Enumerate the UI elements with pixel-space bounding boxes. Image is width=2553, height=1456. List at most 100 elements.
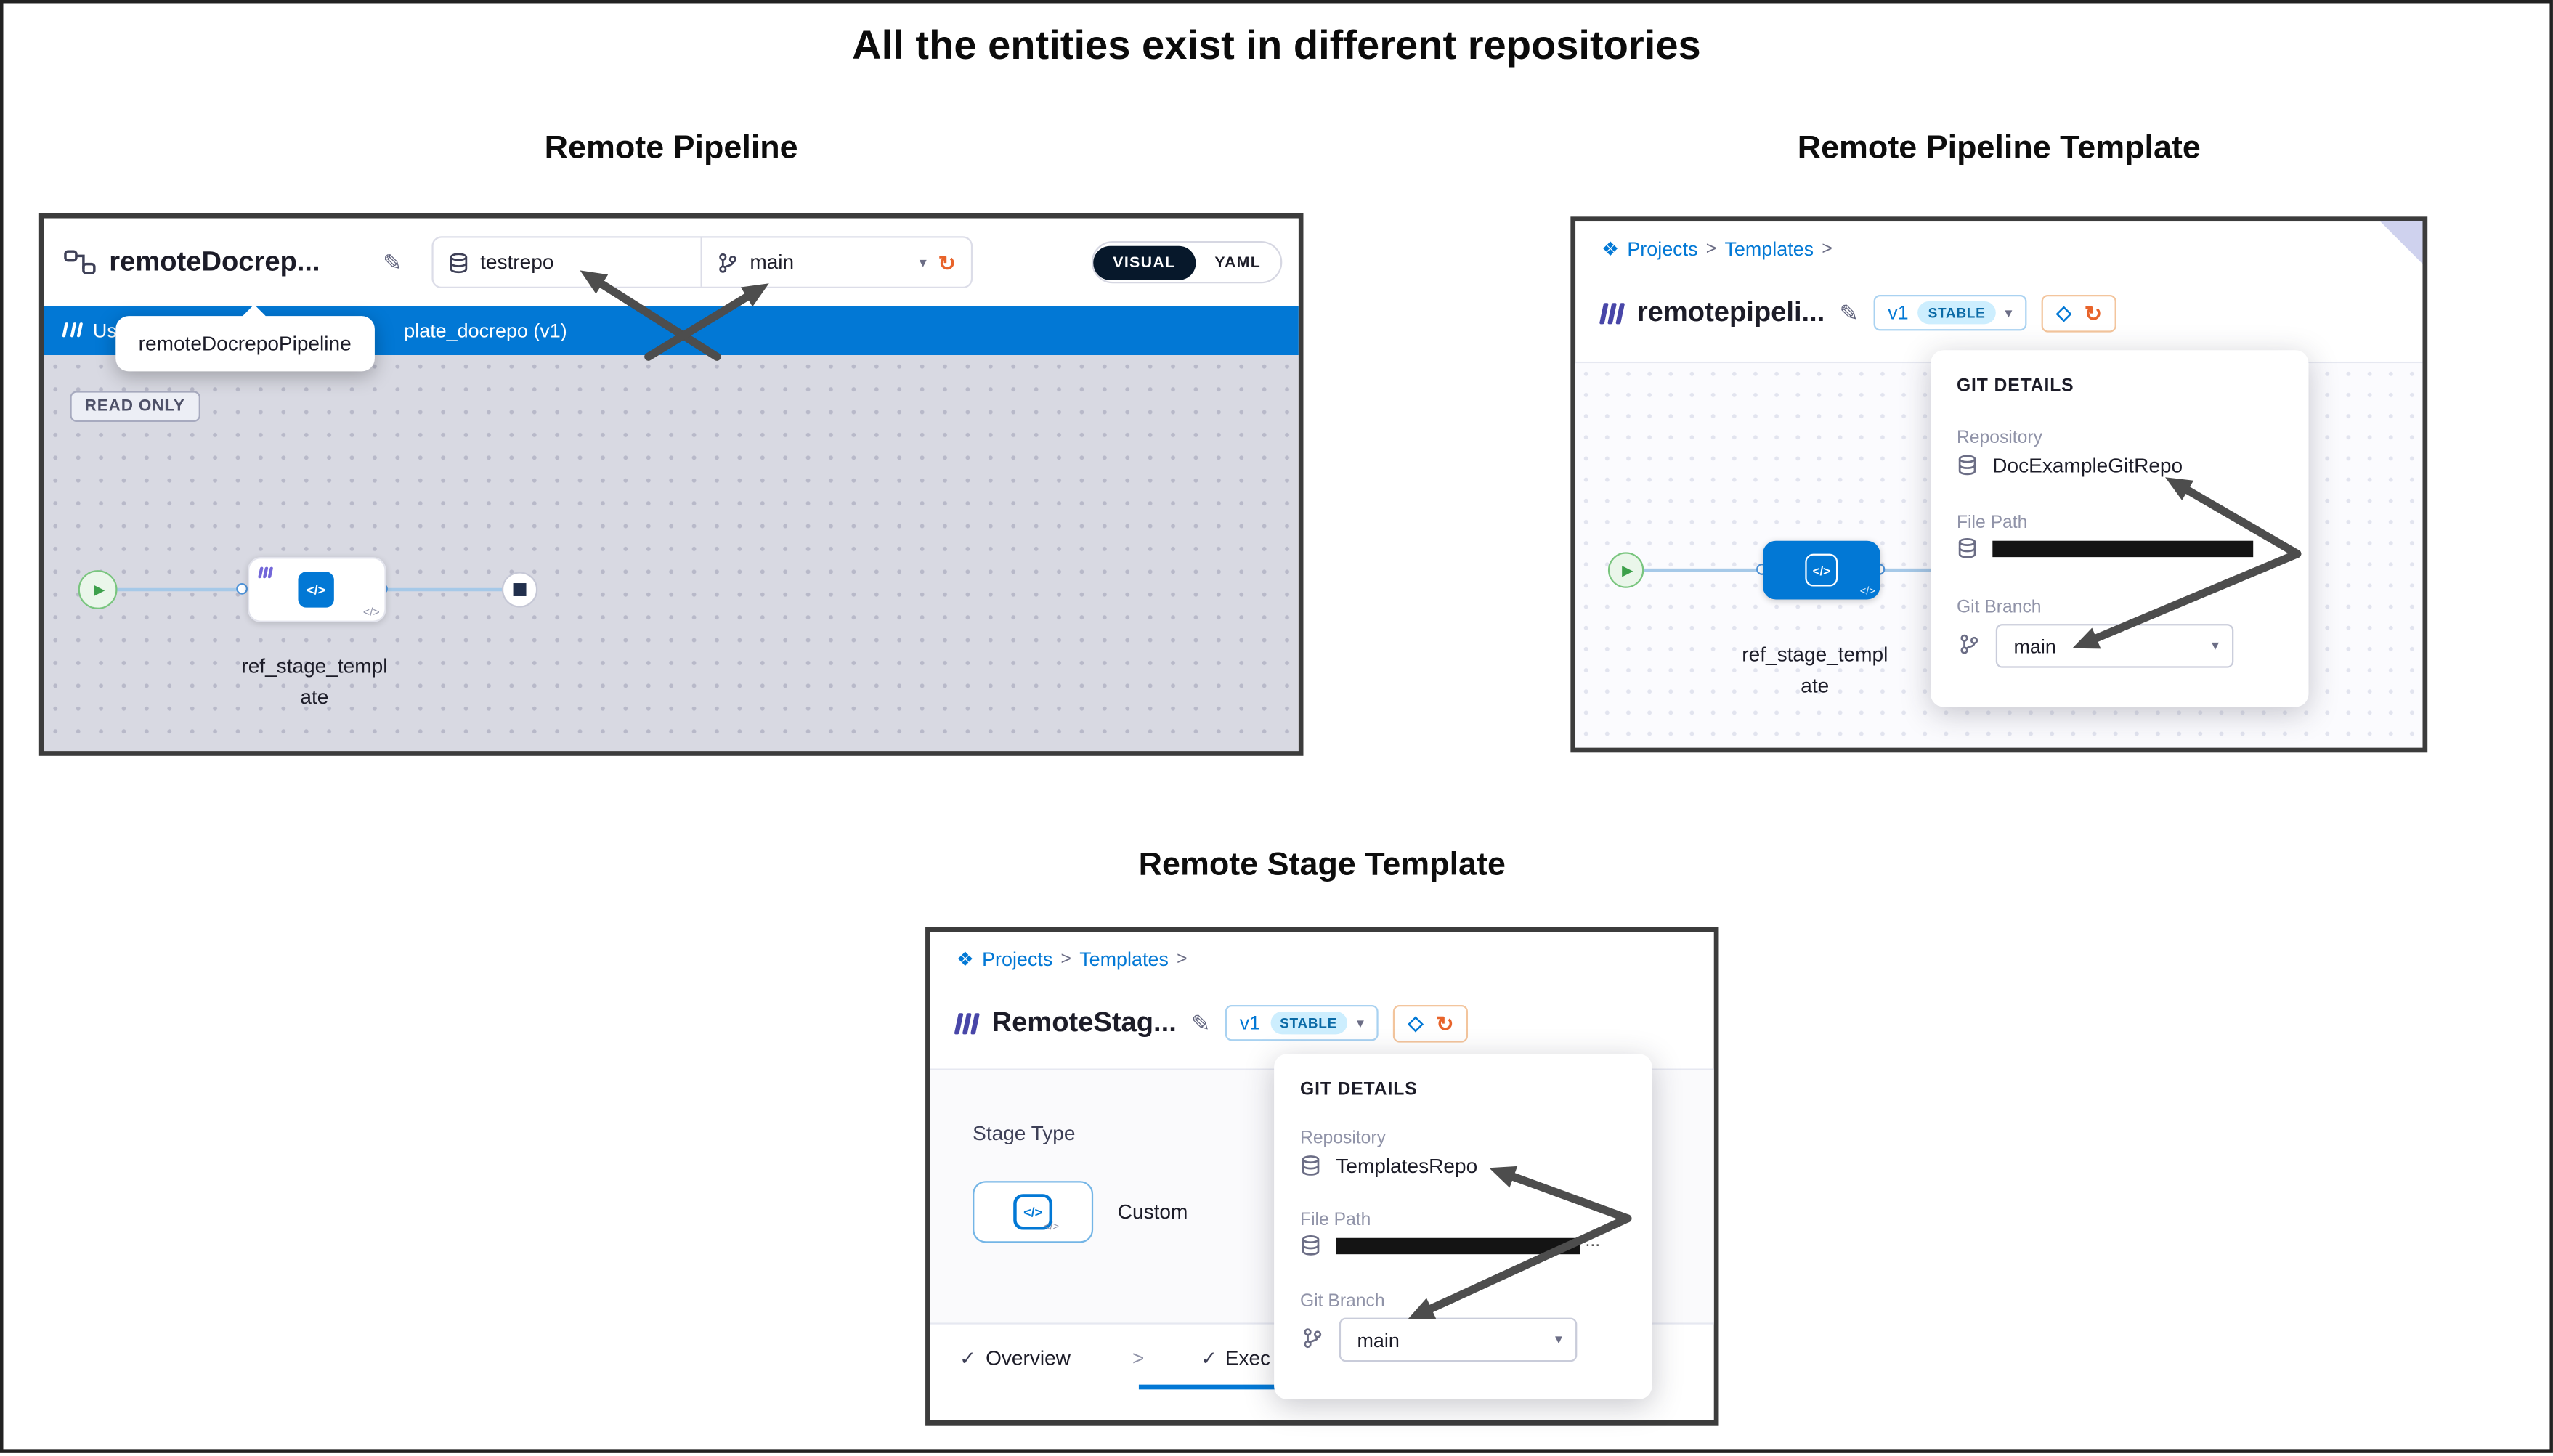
version-dropdown[interactable]: v1 STABLE ▾ <box>1225 1004 1379 1041</box>
git-actions-button[interactable]: ◇ ↻ <box>2041 293 2117 332</box>
git-actions-button[interactable]: ◇ ↻ <box>1393 1004 1469 1042</box>
branch-value: main <box>1357 1328 1400 1351</box>
custom-stage-icon: </> <box>1805 553 1838 587</box>
visual-toggle[interactable]: VISUAL <box>1093 245 1196 280</box>
stage-node[interactable]: </> </> <box>247 557 386 622</box>
breadcrumb-templates[interactable]: Templates <box>1079 948 1169 971</box>
refresh-icon[interactable]: ↻ <box>938 250 957 274</box>
version-value: v1 <box>1888 301 1909 325</box>
refresh-icon: ↻ <box>2084 300 2103 325</box>
stage-node-label: ref_stage_templ ate <box>1742 643 1888 697</box>
breadcrumb-templates[interactable]: Templates <box>1724 237 1814 261</box>
chevron-right-icon: > <box>1132 1347 1145 1370</box>
git-branch-icon <box>1304 1328 1322 1349</box>
file-path-redacted <box>1992 540 2254 558</box>
connector-line <box>1644 568 1763 572</box>
start-node[interactable]: ▶ <box>78 570 118 609</box>
edit-pencil-icon[interactable]: ✎ <box>1839 299 1859 326</box>
stable-badge: STABLE <box>1270 1011 1347 1035</box>
divider <box>701 237 703 287</box>
banner-text-left: Us <box>92 319 117 343</box>
breadcrumb: ❖ Projects > Templates > <box>957 948 1188 970</box>
breadcrumb-separator: > <box>1705 239 1717 259</box>
git-branch-label: Git Branch <box>1299 1291 1385 1311</box>
breadcrumb-separator: > <box>1060 949 1071 969</box>
check-icon: ✓ <box>959 1347 976 1370</box>
refresh-icon: ↻ <box>1436 1010 1454 1036</box>
repo-select-value: testrepo <box>480 251 554 274</box>
branch-dropdown[interactable]: main ▾ <box>1339 1317 1578 1362</box>
chevron-down-icon: ▾ <box>2005 304 2013 320</box>
template-header: remotepipeli... ✎ v1 STABLE ▾ ◇ ↻ <box>1599 287 2117 339</box>
file-path-redacted <box>1336 1237 1580 1255</box>
yaml-toggle[interactable]: YAML <box>1214 253 1262 272</box>
chevron-down-icon: ▾ <box>1356 1014 1365 1030</box>
visual-yaml-toggle: VISUAL YAML <box>1092 240 1283 284</box>
harness-logo-icon: ❖ <box>956 948 974 971</box>
connector-dot <box>236 583 248 595</box>
version-dropdown[interactable]: v1 STABLE ▾ <box>1873 295 2027 331</box>
version-value: v1 <box>1239 1011 1261 1035</box>
git-details-heading: GIT DETAILS <box>1956 376 2074 396</box>
stage-node[interactable]: </> </> <box>1763 540 1880 600</box>
branch-select[interactable]: main ▾ ↻ <box>702 250 970 274</box>
code-icon: </> <box>1043 1221 1060 1234</box>
pipeline-studio-header: remoteDocrep... ✎ testrepo main ▾ ↻ VISU… <box>44 218 1299 306</box>
repo-select[interactable]: testrepo <box>433 251 701 274</box>
git-branch-icon <box>1960 634 1978 654</box>
stable-badge: STABLE <box>1918 301 1995 325</box>
file-path-label: File Path <box>1956 513 2028 533</box>
custom-stage-chip[interactable]: </> </> <box>973 1181 1094 1243</box>
template-icon <box>1599 302 1625 324</box>
template-name: remotepipeli... <box>1636 296 1825 328</box>
repository-icon <box>1958 455 1976 476</box>
git-branch-label: Git Branch <box>1956 598 2042 618</box>
tab-overview[interactable]: Overview <box>986 1347 1071 1370</box>
panel-title-remote-pipeline-template: Remote Pipeline Template <box>1797 130 2201 166</box>
panel-title-remote-pipeline: Remote Pipeline <box>544 130 798 166</box>
start-node[interactable]: ▶ <box>1607 552 1644 588</box>
remote-pipeline-screenshot: remoteDocrep... ✎ testrepo main ▾ ↻ VISU… <box>38 213 1304 756</box>
edit-pencil-icon[interactable]: ✎ <box>1191 1009 1211 1036</box>
breadcrumb-separator: > <box>1177 949 1188 969</box>
template-icon <box>954 1012 980 1034</box>
remote-stage-template-screenshot: ❖ Projects > Templates > RemoteStag... ✎… <box>925 927 1719 1426</box>
page-title: All the entities exist in different repo… <box>852 23 1701 69</box>
git-branch-icon <box>719 252 737 272</box>
panel-title-remote-stage-template: Remote Stage Template <box>1138 847 1506 883</box>
branch-select-value: main <box>750 251 795 274</box>
tooltip-text: remoteDocrepoPipeline <box>138 332 352 355</box>
repository-icon <box>1958 537 1976 558</box>
template-icon <box>62 322 84 338</box>
chevron-down-icon: ▾ <box>2211 637 2220 654</box>
pipeline-canvas: READ ONLY ▶ </> </> ref_stage_templ ate <box>44 354 1299 752</box>
breadcrumb-separator: > <box>1822 239 1832 259</box>
custom-stage-label: Custom <box>1117 1200 1188 1224</box>
template-header: RemoteStag... ✎ v1 STABLE ▾ ◇ ↻ <box>954 997 1469 1049</box>
branch-dropdown[interactable]: main ▾ <box>1995 624 2234 668</box>
end-node[interactable] <box>501 572 538 608</box>
read-only-badge: READ ONLY <box>70 391 200 422</box>
git-details-popover: GIT DETAILS Repository DocExampleGitRepo… <box>1931 350 2309 707</box>
template-icon <box>257 566 273 579</box>
git-details-popover: GIT DETAILS Repository TemplatesRepo Fil… <box>1274 1054 1652 1399</box>
branch-value: main <box>2013 634 2056 658</box>
chevron-down-icon: ▾ <box>1554 1330 1563 1348</box>
edit-pencil-icon[interactable]: ✎ <box>383 249 402 276</box>
pipeline-name: remoteDocrep... <box>109 245 320 277</box>
pipeline-icon <box>64 250 96 274</box>
custom-stage-icon: </> <box>298 572 334 608</box>
corner-decoration <box>2380 221 2423 264</box>
code-icon: </> <box>1859 586 1875 598</box>
repository-label: Repository <box>1299 1128 1386 1149</box>
breadcrumb-projects[interactable]: Projects <box>982 948 1053 971</box>
play-icon: ▶ <box>94 580 105 598</box>
git-sync-icon: ◇ <box>1408 1011 1424 1035</box>
repository-label: Repository <box>1956 428 2042 448</box>
git-details-heading: GIT DETAILS <box>1299 1080 1418 1100</box>
tab-execution[interactable]: Exec <box>1225 1347 1271 1370</box>
breadcrumb-projects[interactable]: Projects <box>1627 237 1698 261</box>
connector-line <box>1880 568 1978 572</box>
repo-branch-selector: testrepo main ▾ ↻ <box>431 236 973 289</box>
